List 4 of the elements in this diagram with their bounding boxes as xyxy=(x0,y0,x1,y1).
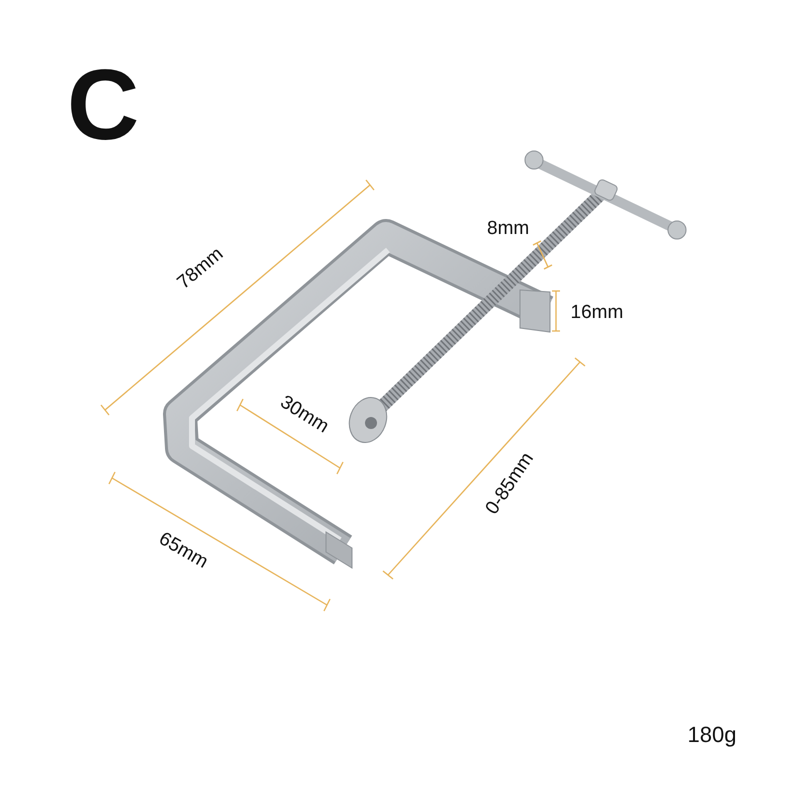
heading: C xyxy=(67,55,140,155)
dimension-label: 16mm xyxy=(570,302,624,322)
weight-label: 180g xyxy=(688,724,736,746)
dimension-label: 8mm xyxy=(487,218,530,238)
